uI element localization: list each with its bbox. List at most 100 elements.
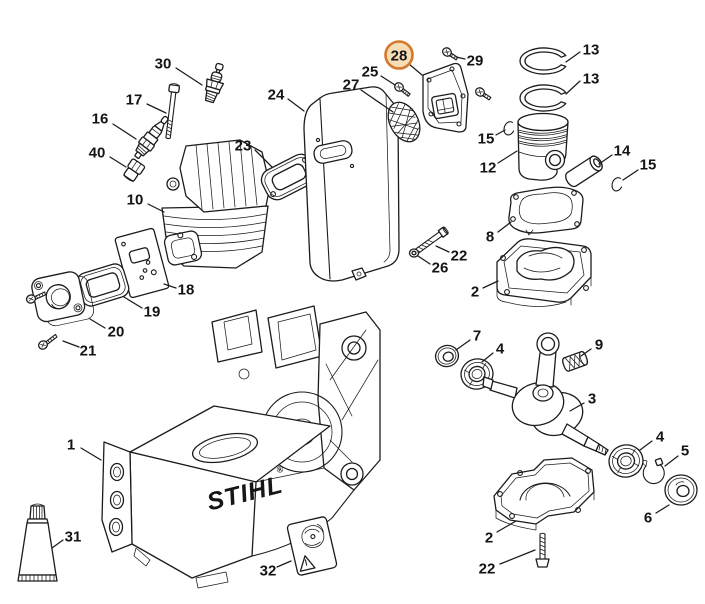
piston-ring-part-upper bbox=[519, 47, 567, 75]
washer-26-part bbox=[408, 248, 420, 258]
part-callout-31[interactable]: 31 bbox=[65, 529, 82, 546]
part-callout-8[interactable]: 8 bbox=[486, 229, 494, 246]
screw-25 bbox=[394, 82, 411, 97]
spark-arrestor-screen-part bbox=[387, 101, 421, 143]
leader-line-4 bbox=[639, 440, 653, 451]
snap-ring-part bbox=[642, 457, 665, 485]
cylinder-part bbox=[161, 139, 271, 269]
leader-line-13 bbox=[565, 80, 581, 95]
oil-seal-7-part bbox=[434, 344, 460, 368]
stihl-registered-mark: ® bbox=[276, 464, 285, 475]
leader-line-16 bbox=[112, 123, 137, 140]
leader-line-28 bbox=[408, 63, 423, 76]
sealant-tube-part bbox=[17, 503, 58, 582]
leader-line-40 bbox=[109, 156, 127, 168]
circlip-part-right bbox=[611, 177, 623, 192]
part-callout-32[interactable]: 32 bbox=[260, 563, 277, 580]
leader-line-23 bbox=[254, 149, 273, 168]
leader-line-6 bbox=[655, 504, 670, 514]
part-callout-27[interactable]: 27 bbox=[343, 77, 360, 94]
leader-line-13 bbox=[565, 51, 581, 63]
part-callout-23[interactable]: 23 bbox=[235, 138, 252, 155]
part-callout-2[interactable]: 2 bbox=[485, 530, 493, 547]
circlip-part-left bbox=[503, 121, 515, 136]
part-callout-24[interactable]: 24 bbox=[268, 87, 285, 104]
muffler-cover-plate-part bbox=[422, 62, 469, 133]
intake-screw-upper bbox=[25, 291, 46, 304]
leader-line-30 bbox=[175, 67, 203, 86]
part-callout-17[interactable]: 17 bbox=[126, 92, 143, 109]
part-callout-15[interactable]: 15 bbox=[478, 131, 495, 148]
intake-gasket-part bbox=[76, 263, 130, 307]
part-callout-26[interactable]: 26 bbox=[432, 260, 449, 277]
leader-line-12 bbox=[497, 150, 518, 164]
part-callout-28[interactable]: 28 bbox=[391, 48, 408, 65]
leader-line-8 bbox=[497, 221, 512, 233]
part-callout-18[interactable]: 18 bbox=[178, 282, 195, 299]
engine-pan-bottom-part bbox=[493, 457, 595, 531]
leader-line-2 bbox=[496, 520, 517, 533]
part-callout-16[interactable]: 16 bbox=[92, 111, 109, 128]
spark-plug-part bbox=[204, 62, 225, 104]
leader-line-25 bbox=[380, 75, 396, 86]
part-callout-12[interactable]: 12 bbox=[480, 160, 497, 177]
leader-line-32 bbox=[276, 560, 292, 568]
leader-line-22 bbox=[435, 245, 450, 253]
intake-flange-part bbox=[31, 271, 95, 327]
part-callout-4[interactable]: 4 bbox=[656, 429, 665, 446]
part-callout-40[interactable]: 40 bbox=[89, 145, 106, 162]
part-callout-22[interactable]: 22 bbox=[479, 561, 496, 578]
cylinder-gasket-part bbox=[114, 227, 170, 299]
part-callout-29[interactable]: 29 bbox=[467, 53, 484, 70]
part-callout-13[interactable]: 13 bbox=[583, 42, 600, 59]
muffler-part bbox=[303, 86, 400, 282]
leader-line-27 bbox=[360, 89, 394, 113]
part-callout-30[interactable]: 30 bbox=[155, 56, 172, 73]
part-callout-25[interactable]: 25 bbox=[362, 64, 379, 81]
leader-line-4 bbox=[481, 352, 494, 363]
screw-29-right bbox=[475, 87, 492, 101]
part-callout-15[interactable]: 15 bbox=[640, 157, 657, 174]
leader-line-26 bbox=[417, 255, 431, 265]
part-callout-1[interactable]: 1 bbox=[67, 437, 75, 454]
crankcase-part: STIHL ® bbox=[101, 305, 381, 589]
piston-part bbox=[517, 112, 569, 181]
base-gasket-part bbox=[508, 186, 584, 236]
part-callout-13[interactable]: 13 bbox=[583, 71, 600, 88]
leader-line-31 bbox=[51, 539, 64, 549]
pan-bolt-bottom-part bbox=[535, 532, 550, 568]
leader-line-20 bbox=[89, 318, 106, 329]
intake-screw-21 bbox=[37, 333, 58, 350]
leader-line-10 bbox=[147, 203, 165, 213]
part-callout-2[interactable]: 2 bbox=[471, 284, 479, 301]
leader-line-9 bbox=[580, 348, 592, 357]
part-callout-6[interactable]: 6 bbox=[644, 510, 652, 527]
part-callout-19[interactable]: 19 bbox=[144, 304, 161, 321]
leader-line-21 bbox=[62, 340, 80, 348]
part-callout-20[interactable]: 20 bbox=[108, 324, 125, 341]
plug-part bbox=[123, 158, 146, 183]
part-callout-22[interactable]: 22 bbox=[451, 248, 468, 265]
warning-label-part bbox=[286, 516, 338, 576]
leader-line-18 bbox=[163, 283, 177, 289]
part-callout-10[interactable]: 10 bbox=[127, 192, 144, 209]
leader-line-7 bbox=[455, 339, 471, 351]
part-callout-7[interactable]: 7 bbox=[473, 328, 481, 345]
part-callout-4[interactable]: 4 bbox=[496, 341, 505, 358]
part-callout-3[interactable]: 3 bbox=[588, 391, 596, 408]
leader-line-24 bbox=[287, 98, 305, 112]
leader-line-15 bbox=[495, 129, 506, 136]
part-callout-5[interactable]: 5 bbox=[681, 443, 689, 460]
part-callout-21[interactable]: 21 bbox=[80, 343, 97, 360]
oil-seal-6-part bbox=[664, 474, 698, 506]
bearing-4-right-part bbox=[608, 444, 644, 478]
part-callout-9[interactable]: 9 bbox=[595, 337, 603, 354]
screw-29-top bbox=[442, 47, 459, 61]
leader-line-14 bbox=[598, 154, 613, 165]
leader-line-1 bbox=[80, 447, 102, 461]
highlight-ring bbox=[384, 40, 414, 70]
part-callout-14[interactable]: 14 bbox=[614, 143, 631, 160]
wrist-pin-part bbox=[565, 155, 603, 188]
